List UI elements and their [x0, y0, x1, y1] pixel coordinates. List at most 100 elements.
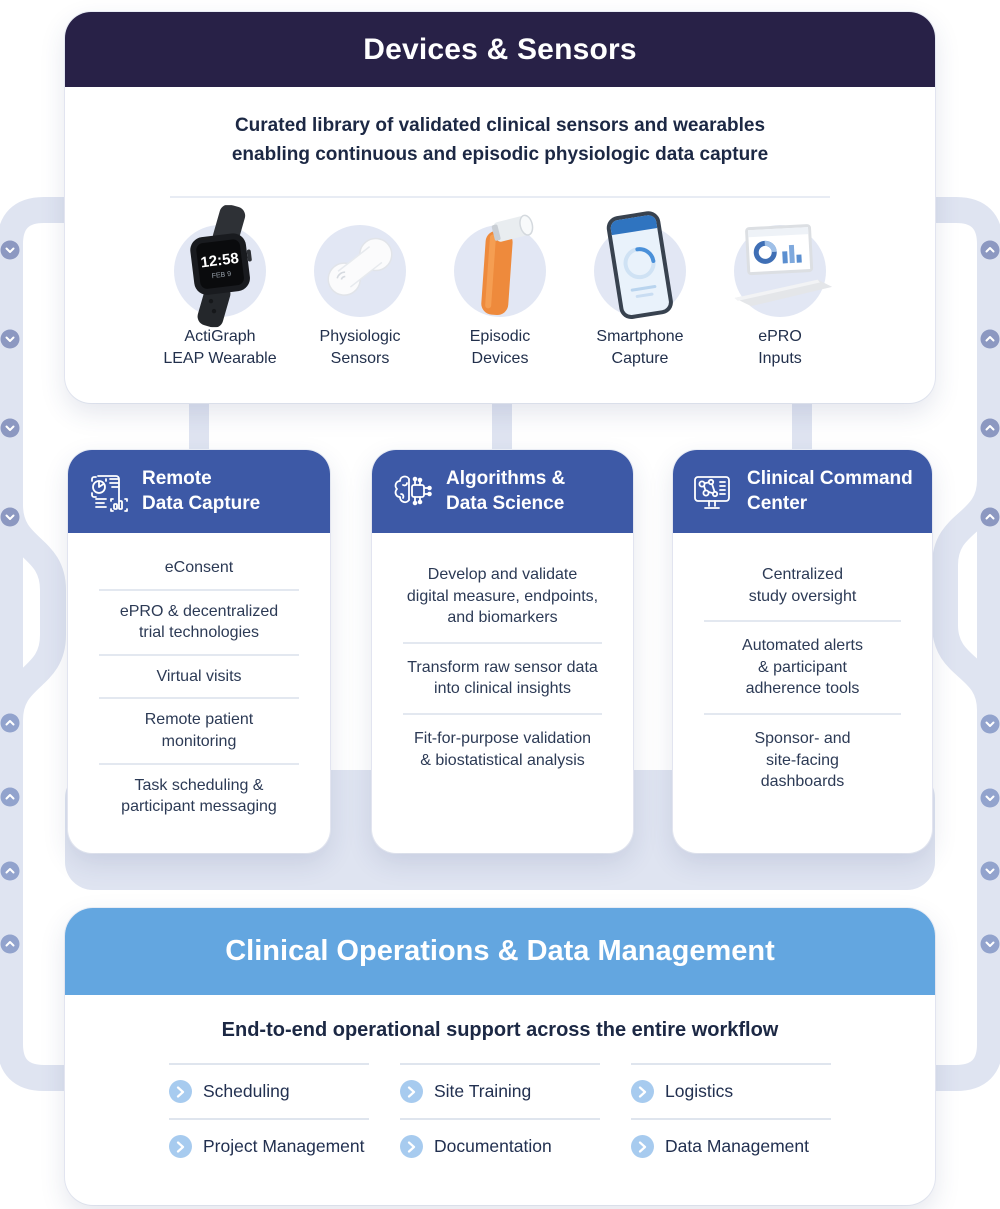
document-analytics-icon [91, 474, 128, 512]
flow-node-down-icon [980, 788, 1000, 808]
clinical-operations-subtitle: End-to-end operational support across th… [221, 1019, 779, 1041]
flow-node-up-icon [980, 507, 1000, 527]
divider [169, 1063, 369, 1065]
flow-node-up-icon [980, 418, 1000, 438]
chevron-right-icon [631, 1135, 654, 1158]
remote-data-capture-header: Remote Data Capture [68, 450, 330, 533]
flow-nodes [0, 240, 1000, 954]
flow-node-down-icon [980, 861, 1000, 881]
device-tile [734, 224, 833, 317]
flow-node-down-icon [0, 240, 20, 260]
laptop-icon [734, 224, 833, 307]
list-item: Develop and validate digital measure, en… [406, 566, 599, 627]
operations-item-label: Scheduling [203, 1081, 290, 1101]
flow-node-up-icon [980, 329, 1000, 349]
remote-data-capture-card: Remote Data Capture eConsent ePRO & dece… [68, 450, 330, 853]
operations-item-label: Site Training [434, 1081, 532, 1101]
operations-item-label: Logistics [665, 1081, 734, 1101]
list-item: eConsent [164, 559, 234, 576]
operations-column: Scheduling Project Management [169, 1063, 369, 1173]
clinical-command-center-card: Clinical Command Center Centralized stud… [673, 450, 932, 853]
devices-sensors-card: Devices & Sensors Curated library of val… [65, 12, 935, 403]
algorithms-data-science-header: Algorithms & Data Science [372, 450, 633, 533]
operations-item-label: Data Management [665, 1136, 809, 1156]
device-item: 12:58 FEB 9 ActiGraph LEAP Wearable [150, 205, 290, 369]
list-item: ePRO & decentralized trial technologies [119, 602, 279, 642]
divider [99, 588, 299, 591]
device-label: ActiGraph LEAP Wearable [163, 328, 277, 367]
device-label: ePRO Inputs [758, 328, 802, 367]
operations-item: Site Training [400, 1065, 600, 1118]
stub-to-pillar-3 [792, 388, 812, 462]
flow-node-up-icon [980, 240, 1000, 260]
divider [704, 712, 901, 715]
divider [403, 712, 602, 715]
algorithms-data-science-title: Algorithms & Data Science [446, 468, 566, 514]
clinical-command-center-title: Clinical Command Center [747, 468, 913, 514]
left-loop-pipe [0, 197, 185, 1091]
algorithms-data-science-list: Develop and validate digital measure, en… [372, 533, 633, 794]
device-label: Episodic Devices [469, 328, 531, 367]
device-tile [314, 225, 406, 317]
flow-node-down-icon [980, 714, 1000, 734]
devices-sensors-title: Devices & Sensors [363, 32, 637, 66]
device-tile [594, 211, 686, 319]
device-tile [454, 214, 546, 317]
right-branch-pipe [932, 479, 1000, 711]
monitor-network-icon [694, 475, 730, 509]
chevron-right-icon [169, 1080, 192, 1103]
flow-node-down-icon [0, 418, 20, 438]
divider [631, 1063, 831, 1065]
list-item: Sponsor- and site-facing dashboards [754, 729, 851, 791]
chevron-right-icon [631, 1080, 654, 1103]
clinical-operations-header: Clinical Operations & Data Management [65, 908, 935, 995]
smartwatch-icon: 12:58 FEB 9 [190, 205, 252, 328]
list-item: Task scheduling & participant messaging [121, 776, 277, 816]
clinical-operations-card: Clinical Operations & Data Management En… [65, 908, 935, 1205]
brain-chip-icon [394, 475, 432, 505]
spirometer-icon [481, 214, 534, 316]
device-gallery: 12:58 FEB 9 ActiGraph LEAP Wearable [65, 205, 935, 369]
clinical-command-center-list: Centralized study oversight Automated al… [673, 533, 932, 816]
operations-column: Site Training Documentation [400, 1063, 600, 1173]
operations-item: Logistics [631, 1065, 831, 1118]
device-label: Physiologic Sensors [319, 328, 401, 367]
flow-node-down-icon [0, 507, 20, 527]
operations-item-label: Project Management [203, 1136, 365, 1156]
list-item: Virtual visits [156, 667, 242, 685]
operations-item: Scheduling [169, 1065, 369, 1118]
algorithms-data-science-card: Algorithms & Data Science Develop and va… [372, 450, 633, 853]
remote-data-capture-title: Remote Data Capture [142, 468, 261, 514]
divider [99, 697, 299, 700]
list-item: Remote patient monitoring [144, 711, 254, 750]
list-item: Transform raw sensor data into clinical … [407, 658, 598, 698]
device-item: Physiologic Sensors [290, 225, 430, 369]
divider [99, 762, 299, 765]
flow-node-up-icon [0, 713, 20, 733]
divider [704, 620, 901, 623]
flow-node-up-icon [0, 861, 20, 881]
divider [170, 196, 830, 198]
chevron-right-icon [400, 1080, 423, 1103]
svg-text:FEB 9: FEB 9 [211, 271, 231, 280]
flow-node-up-icon [0, 934, 20, 954]
chevron-right-icon [400, 1135, 423, 1158]
clinical-command-center-header: Clinical Command Center [673, 450, 932, 533]
chevron-right-icon [169, 1135, 192, 1158]
operations-column: Logistics Data Management [631, 1063, 831, 1173]
clinical-operations-title: Clinical Operations & Data Management [225, 935, 775, 967]
physiologic-sensor-icon [327, 237, 393, 296]
operations-item: Project Management [169, 1120, 369, 1173]
divider [631, 1118, 831, 1120]
device-label: Smartphone Capture [596, 328, 684, 367]
smartphone-icon [606, 211, 673, 319]
flow-node-down-icon [0, 329, 20, 349]
stub-to-pillar-1 [189, 388, 209, 462]
device-item: Smartphone Capture [570, 211, 710, 369]
operations-grid: Scheduling Project Management Site Train… [169, 1063, 831, 1173]
right-loop-pipe [815, 197, 1000, 1091]
stub-to-pillar-2 [492, 388, 512, 462]
divider [400, 1118, 600, 1120]
device-item: ePRO Inputs [710, 224, 850, 369]
